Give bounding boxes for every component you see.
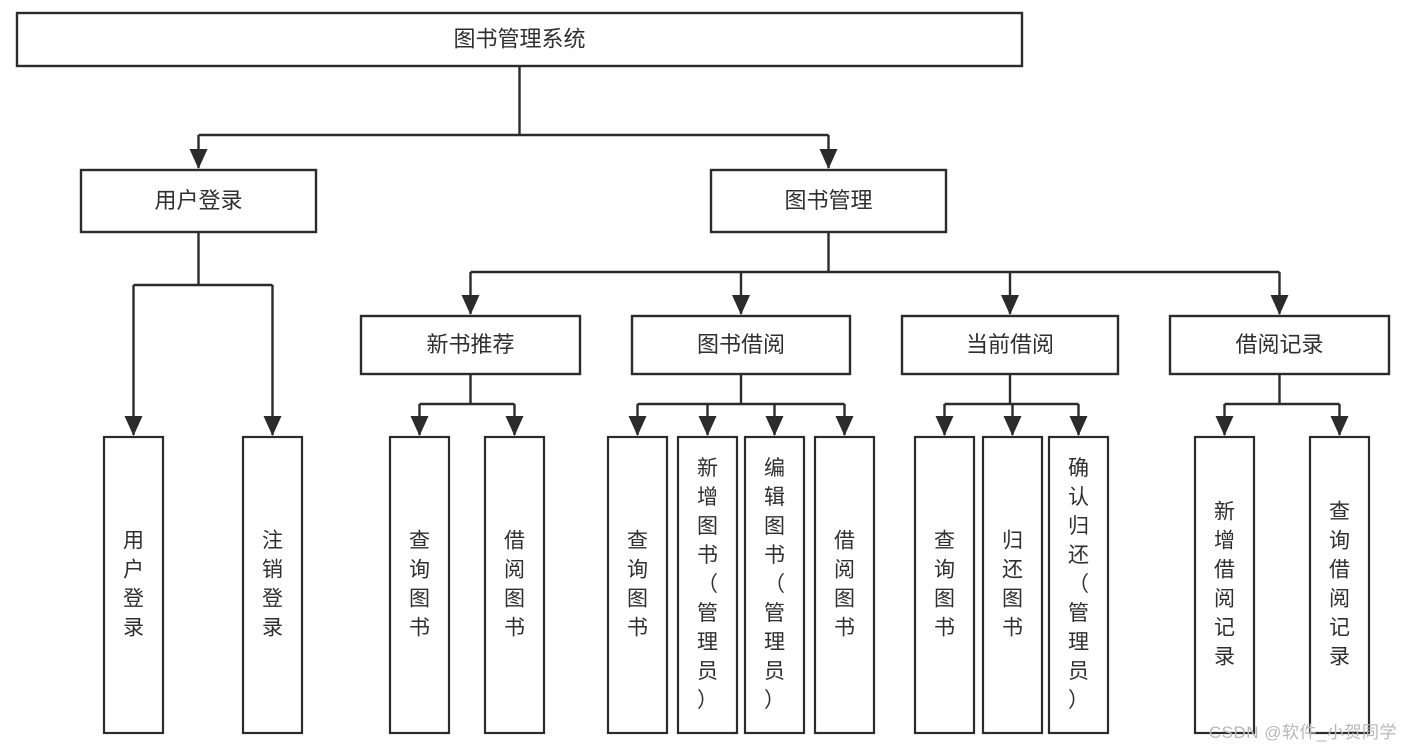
node-new-book-rec[interactable]: 新书推荐	[359, 314, 582, 376]
node-label-leaf-add-book: 新增图书（管理员）	[697, 457, 718, 712]
arrow-head-icon-user-login	[189, 149, 208, 169]
node-leaf-borrow-book-rec[interactable]: 借阅图书	[483, 435, 546, 735]
node-label-leaf-confirm-return: 确认归还（管理员）	[1068, 457, 1089, 712]
node-box-new-book-rec	[359, 314, 582, 376]
arrow-head-icon-leaf-logout	[263, 416, 282, 436]
arrow-head-icon-leaf-borrow-book-rec	[505, 416, 524, 436]
node-box-leaf-return-book	[981, 435, 1044, 735]
arrow-head-icon-current-borrow	[1001, 295, 1019, 315]
node-book-manage[interactable]: 图书管理	[709, 168, 948, 234]
node-label-leaf-user-login: 用户登录	[123, 529, 144, 639]
arrow-head-icon-leaf-edit-book	[765, 416, 784, 436]
node-leaf-add-record[interactable]: 新增借阅记录	[1193, 435, 1256, 735]
node-leaf-logout[interactable]: 注销登录	[241, 435, 304, 735]
node-box-leaf-query-book-current	[913, 435, 976, 735]
arrow-head-icon-leaf-query-book-borrow	[628, 416, 647, 436]
node-label-borrow-record: 借阅记录	[1235, 332, 1323, 357]
arrow-head-icon-leaf-user-login	[124, 416, 143, 436]
node-leaf-query-record[interactable]: 查询借阅记录	[1308, 435, 1371, 735]
node-leaf-edit-book[interactable]: 编辑图书（管理员）	[743, 435, 806, 735]
node-leaf-query-book-borrow[interactable]: 查询图书	[606, 435, 669, 735]
node-book-borrow[interactable]: 图书借阅	[630, 314, 852, 376]
csdn-watermark: CSDN @软件_小贺同学	[1208, 723, 1397, 742]
node-leaf-query-book-current[interactable]: 查询图书	[913, 435, 976, 735]
arrow-head-icon-leaf-query-book-rec	[410, 416, 429, 436]
node-root[interactable]: 图书管理系统	[15, 11, 1024, 68]
node-label-leaf-add-record: 新增借阅记录	[1214, 500, 1235, 668]
node-box-book-borrow	[630, 314, 852, 376]
node-box-leaf-add-record	[1193, 435, 1256, 735]
node-box-current-borrow	[900, 314, 1120, 376]
node-box-leaf-edit-book	[743, 435, 806, 735]
node-label-book-borrow: 图书借阅	[697, 332, 785, 357]
node-box-leaf-logout	[241, 435, 304, 735]
node-label-current-borrow: 当前借阅	[966, 332, 1054, 357]
node-label-leaf-logout: 注销登录	[262, 529, 283, 639]
node-label-leaf-query-book-rec: 查询图书	[409, 529, 430, 639]
node-box-leaf-borrow-book-rec	[483, 435, 546, 735]
node-label-leaf-query-book-current: 查询图书	[934, 529, 955, 639]
node-leaf-query-book-rec[interactable]: 查询图书	[388, 435, 451, 735]
node-label-leaf-query-record: 查询借阅记录	[1329, 500, 1350, 668]
node-label-new-book-rec: 新书推荐	[426, 332, 514, 357]
node-label-leaf-edit-book: 编辑图书（管理员）	[764, 457, 785, 712]
node-box-leaf-query-book-rec	[388, 435, 451, 735]
node-label-leaf-return-book: 归还图书	[1002, 529, 1023, 639]
node-box-book-manage	[709, 168, 948, 234]
node-user-login[interactable]: 用户登录	[79, 168, 318, 234]
node-leaf-borrow-book[interactable]: 借阅图书	[813, 435, 876, 735]
arrow-head-icon-leaf-add-record	[1215, 416, 1234, 436]
arrow-head-icon-book-borrow	[732, 295, 750, 315]
node-label-root: 图书管理系统	[453, 26, 585, 51]
node-label-leaf-query-book-borrow: 查询图书	[627, 529, 648, 639]
node-box-leaf-user-login	[102, 435, 165, 735]
node-label-leaf-borrow-book-rec: 借阅图书	[504, 529, 525, 639]
node-current-borrow[interactable]: 当前借阅	[900, 314, 1120, 376]
node-box-root	[15, 11, 1024, 68]
arrow-head-icon-new-book-rec	[461, 295, 480, 315]
node-box-leaf-confirm-return	[1047, 435, 1110, 735]
arrow-head-icon-leaf-query-record	[1330, 416, 1349, 436]
node-label-book-manage: 图书管理	[784, 188, 872, 213]
node-box-leaf-query-record	[1308, 435, 1371, 735]
node-leaf-confirm-return[interactable]: 确认归还（管理员）	[1047, 435, 1110, 735]
node-box-leaf-query-book-borrow	[606, 435, 669, 735]
arrow-head-icon-leaf-return-book	[1003, 416, 1022, 436]
arrow-head-icon-borrow-record	[1270, 295, 1289, 315]
node-label-user-login: 用户登录	[154, 188, 242, 213]
node-box-borrow-record	[1168, 314, 1391, 376]
arrow-head-icon-leaf-add-book	[698, 416, 717, 436]
connectors-layer	[124, 66, 1349, 436]
arrow-head-icon-leaf-query-book-current	[935, 416, 954, 436]
node-leaf-return-book[interactable]: 归还图书	[981, 435, 1044, 735]
arrow-head-icon-book-manage	[819, 149, 838, 169]
arrow-head-icon-leaf-borrow-book	[835, 416, 854, 436]
node-borrow-record[interactable]: 借阅记录	[1168, 314, 1391, 376]
node-box-leaf-add-book	[676, 435, 739, 735]
arrow-head-icon-leaf-confirm-return	[1069, 416, 1088, 436]
node-label-leaf-borrow-book: 借阅图书	[834, 529, 855, 639]
node-box-leaf-borrow-book	[813, 435, 876, 735]
node-leaf-user-login[interactable]: 用户登录	[102, 435, 165, 735]
node-box-user-login	[79, 168, 318, 234]
node-leaf-add-book[interactable]: 新增图书（管理员）	[676, 435, 739, 735]
nodes-layer: 图书管理系统用户登录图书管理新书推荐图书借阅当前借阅借阅记录用户登录注销登录查询…	[15, 11, 1391, 735]
